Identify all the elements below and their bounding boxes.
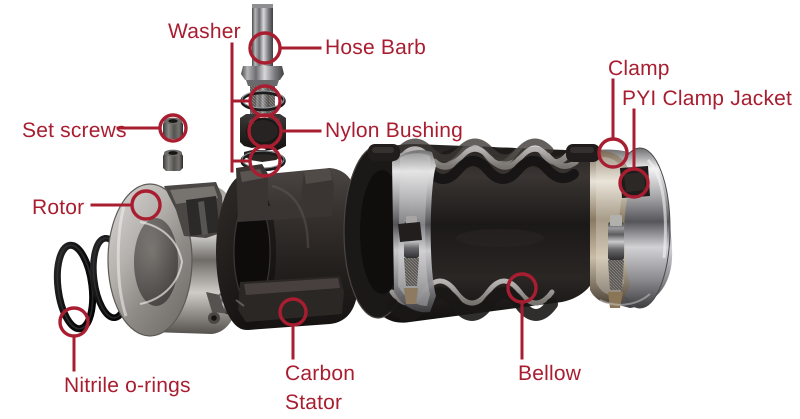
part-nylon-bushing bbox=[240, 114, 286, 150]
pyi-clamp-jacket-front bbox=[368, 144, 422, 242]
part-carbon-stator bbox=[216, 164, 358, 330]
label-nitrile-o-rings[interactable]: Nitrile o-rings bbox=[64, 374, 191, 397]
label-pyi-clamp-jacket[interactable]: PYI Clamp Jacket bbox=[622, 87, 793, 110]
label-clamp[interactable]: Clamp bbox=[608, 57, 670, 80]
label-washer[interactable]: Washer bbox=[168, 20, 241, 43]
label-carbon-stator[interactable]: Carbon Stator bbox=[285, 362, 356, 414]
part-set-screw-upper bbox=[163, 117, 183, 139]
label-hose-barb[interactable]: Hose Barb bbox=[325, 36, 427, 59]
part-set-screw-lower bbox=[163, 149, 183, 171]
label-set-screws[interactable]: Set screws bbox=[22, 119, 127, 142]
label-bellow[interactable]: Bellow bbox=[518, 362, 582, 385]
part-hose-barb bbox=[241, 4, 284, 114]
part-bellow-assembly bbox=[343, 138, 673, 323]
label-rotor[interactable]: Rotor bbox=[32, 196, 85, 219]
label-nylon-bushing[interactable]: Nylon Bushing bbox=[325, 119, 464, 142]
